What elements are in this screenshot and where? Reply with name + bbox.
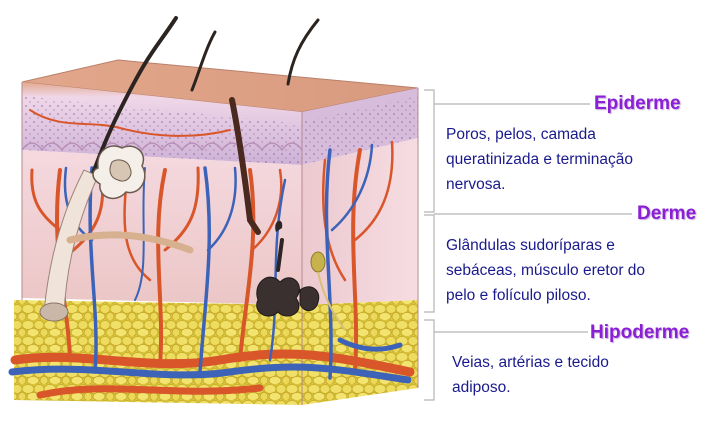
derme-desc-line: Glândulas sudoríparas e [446,233,645,258]
epiderme-desc-line: queratinizada e terminação [446,147,633,172]
hipoderme-desc-line: adiposo. [452,375,609,400]
hipoderme-description: Veias, artérias e tecido adiposo. [452,350,609,400]
hipoderme-title: Hipoderme [590,322,689,344]
epiderme-description: Poros, pelos, camada queratinizada e ter… [446,122,633,197]
epiderme-title: Epiderme [594,93,681,115]
hipoderme-desc-line: Veias, artérias e tecido [452,350,609,375]
epiderme-desc-line: Poros, pelos, camada [446,122,633,147]
hair-shaft [288,20,318,84]
derme-desc-line: sebáceas, músculo eretor do [446,258,645,283]
derme-desc-line: pelo e folículo piloso. [446,283,645,308]
sebaceous-gland [93,146,145,198]
derme-title: Derme [637,203,696,225]
epiderme-desc-line: nervosa. [446,172,633,197]
derme-description: Glândulas sudoríparas e sebáceas, múscul… [446,233,645,308]
